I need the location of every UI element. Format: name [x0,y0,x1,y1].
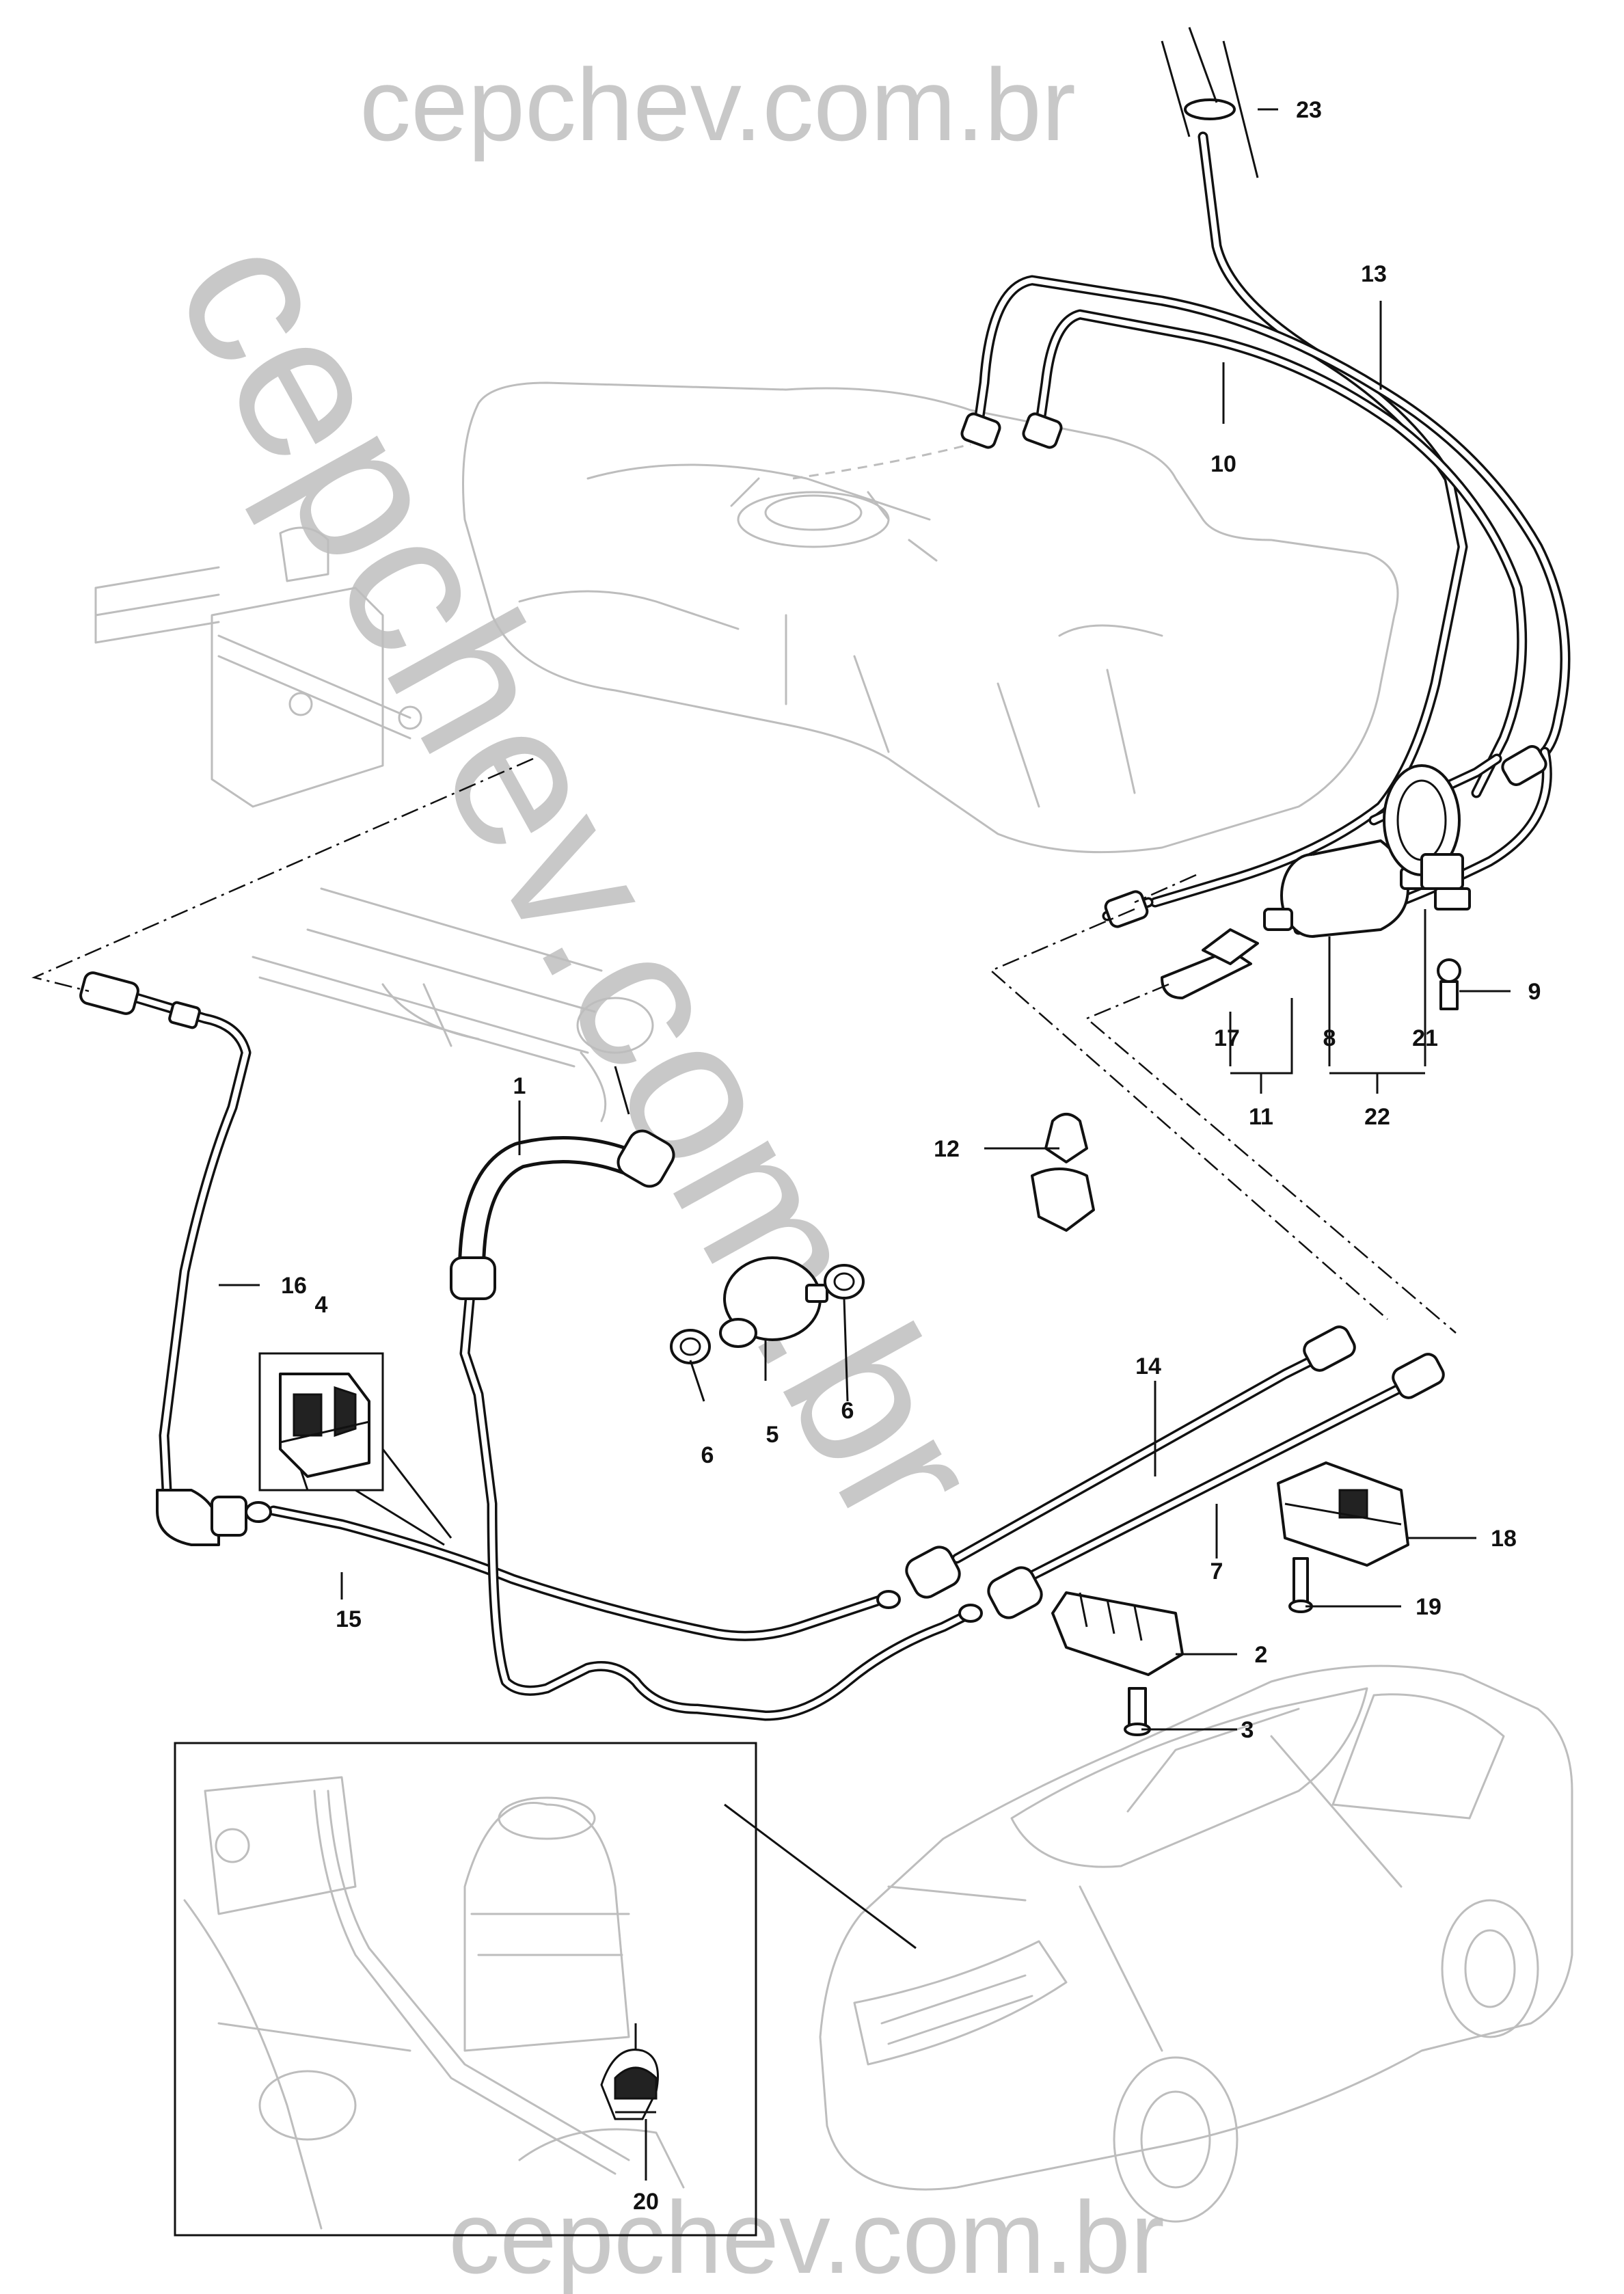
clip-2 [1051,1591,1184,1676]
callout-23: 23 [1296,97,1322,123]
watermark-diagonal: cepchev.com.br [132,197,1028,1561]
parts [258,764,1471,1736]
clip-23 [1184,98,1236,120]
callout-10: 10 [1210,451,1236,477]
clip-block-4 [258,1352,384,1492]
fittings [79,27,1547,1623]
callout-6-right: 6 [841,1398,854,1424]
callout-18: 18 [1491,1526,1517,1552]
callout-7: 7 [1210,1558,1223,1584]
callout-15: 15 [336,1606,362,1632]
component-5 [719,1256,828,1348]
connection-lines [31,757,1457,1334]
leader-lines [219,108,1511,2181]
bolt-19 [1288,1557,1313,1613]
watermark-bottom: cepchev.com.br [448,2180,1165,2294]
callout-4: 4 [315,1292,328,1318]
callout-12: 12 [934,1136,960,1162]
clip-6-left [670,1329,711,1364]
callout-21: 21 [1412,1025,1438,1051]
callout-14: 14 [1135,1353,1161,1379]
engine-bay-inset [174,1742,917,2237]
fuel-filter-8 [1263,839,1430,938]
clip-6-right [824,1264,865,1299]
callout-13: 13 [1361,261,1387,287]
callout-1: 1 [513,1073,526,1099]
filter-clamp-21 [1383,764,1471,910]
callout-3: 3 [1241,1717,1254,1743]
callout-2: 2 [1255,1642,1268,1668]
bolt-9 [1437,958,1461,1010]
pipe-10b [1033,309,1528,798]
pipe-16 [131,993,252,1537]
callout-5: 5 [766,1422,779,1448]
callout-11: 11 [1249,1104,1273,1130]
callout-17: 17 [1214,1025,1240,1051]
bracket-18 [1277,1461,1409,1567]
callout-22: 22 [1364,1104,1390,1130]
callout-19: 19 [1416,1594,1442,1620]
clip-12 [1031,1113,1095,1232]
callout-8: 8 [1323,1025,1336,1051]
ghost-fuel-tank [462,381,1399,854]
ghost-car-silhouette [819,1664,1573,2223]
bolt-3 [1124,1687,1151,1736]
callout-6-left: 6 [701,1442,714,1468]
callout-20: 20 [633,2189,659,2215]
watermark-top: cepchev.com.br [360,47,1076,162]
ghost-underbody-rail [252,887,654,1122]
callout-16: 16 [281,1273,307,1299]
ghost-coolant-reservoir [94,526,422,808]
callout-9: 9 [1528,979,1541,1005]
callout-labels: 1 2 3 4 5 6 6 7 8 9 10 11 12 13 14 15 16… [281,97,1541,2215]
